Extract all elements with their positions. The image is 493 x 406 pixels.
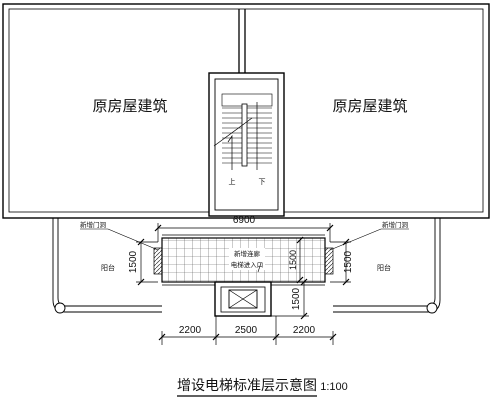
dim-shaft-height: 1500 — [291, 287, 302, 310]
drawing-scale: 1:100 — [320, 381, 348, 393]
dim-bottom-right: 2200 — [293, 325, 316, 336]
new-corridor — [161, 234, 326, 286]
dimension-lines — [136, 223, 351, 345]
dim-bottom-left: 2200 — [179, 325, 202, 336]
elevator-shaft — [214, 281, 272, 317]
balcony-right-label: 阳台 — [377, 263, 391, 272]
new-door-right-label: 新增门洞 — [382, 220, 409, 229]
drawing-title: 增设电梯标准层示意图 — [177, 377, 317, 394]
new-door-left-label: 新增门洞 — [80, 220, 107, 229]
balconies — [52, 218, 441, 314]
balcony-left-label: 阳台 — [101, 263, 115, 272]
dim-bottom-mid: 2500 — [235, 325, 258, 336]
dim-top-width: 6900 — [233, 215, 256, 226]
dim-right-height: 1500 — [343, 250, 354, 273]
stair-down-label: 下 — [259, 178, 266, 186]
stair-treads — [221, 93, 273, 164]
stair-arrow-icon — [227, 134, 233, 170]
stairwell — [208, 72, 285, 217]
right-building-label: 原房屋建筑 — [332, 98, 407, 115]
stair-up-label: 上 — [229, 177, 236, 186]
dim-corridor-height: 1500 — [288, 250, 298, 270]
corridor-label: 新增连廊 — [234, 249, 261, 258]
stair-break-line — [213, 117, 253, 147]
left-building-label: 原房屋建筑 — [92, 98, 167, 115]
stair-handrail — [241, 103, 248, 167]
elevator-entrance-label: 电梯进入口 — [231, 260, 264, 269]
dim-left-height: 1500 — [128, 250, 139, 273]
